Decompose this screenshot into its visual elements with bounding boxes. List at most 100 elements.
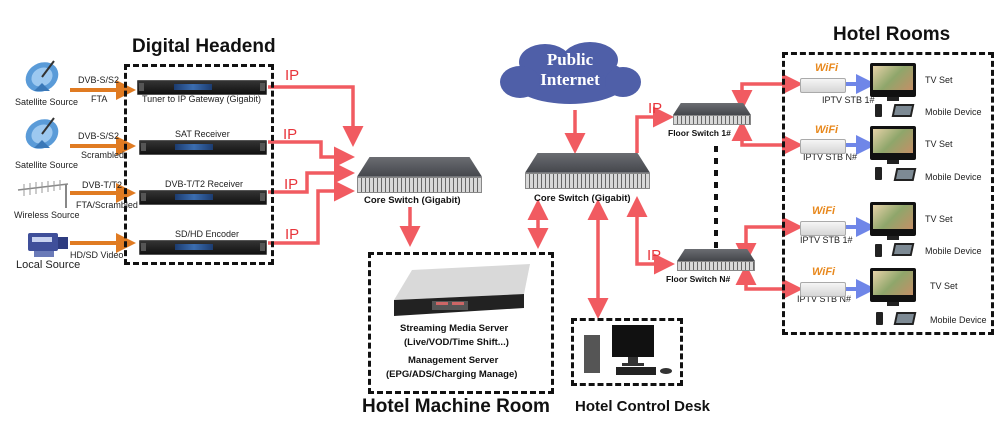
machine-room-box [368,252,554,394]
wifi-icon: WiFi [812,205,836,217]
stb-label-2: IPTV STB N# [803,152,858,162]
floor1-to-stb1 [731,73,803,111]
phone-icon [875,167,882,180]
tablet-icon [893,168,917,181]
ip-links [268,73,803,319]
ip-link-dvbt [268,162,355,194]
server-icon [394,264,530,316]
tuner-gateway-device [137,80,267,95]
tablet-icon [893,312,917,325]
source-name-4: Local Source [16,259,81,271]
internet-label: Public Internet [537,50,603,90]
tablet-icon [891,104,915,117]
source-name-2: Satellite Source [15,160,79,170]
wifi-icon: WiFi [815,62,839,74]
device-label-1: Tuner to IP Gateway (Gigabit) [142,94,262,104]
floorN-to-stbN [735,264,803,300]
mobile-label-2: Mobile Device [925,172,982,182]
core-switch-left [357,157,482,193]
source-mode-2: Scrambled [81,150,125,160]
streaming-server-label: Streaming Media Server [400,323,509,334]
ip-link-sat [268,140,355,168]
stb-label-1: IPTV STB 1# [822,95,875,105]
phone-icon [875,244,882,257]
antenna-icon [17,180,69,208]
internet-line-1: Public [546,50,594,69]
source-name-3: Wireless Source [14,210,80,220]
ip-label-1: IP [285,67,300,84]
floor-switch-N-label: Floor Switch N# [666,274,731,284]
device-label-2: SAT Receiver [175,129,230,139]
source-links [70,80,136,253]
ip-link-gateway [268,85,364,147]
wifi-icon: WiFi [815,124,839,136]
floorN-ip-label: IP [647,247,662,264]
satellite-dish-icon [25,60,59,92]
hotel-rooms-title: Hotel Rooms [833,24,951,45]
ip-label-4: IP [285,226,300,243]
cloud-icon [500,42,641,104]
satellite-dish-icon [25,117,59,149]
core-switch-right [525,153,650,189]
source-signal-4: HD/SD Video [70,250,124,260]
core-to-floor1 [635,106,674,153]
tv-label-2: TV Set [925,139,953,149]
source-mode-3: FTA/Scrambled [76,200,138,210]
tv-set-icon [870,202,916,240]
mobile-label-3: Mobile Device [925,246,982,256]
floor-switch-1-label: Floor Switch 1# [668,128,731,138]
iptv-stb-2 [800,139,846,154]
tablet-icon [891,243,915,256]
management-server-sub: (EPG/ADS/Charging Manage) [386,369,518,380]
internet-line-2: Internet [540,70,600,89]
source-mode-1: FTA [91,94,108,104]
tv-label-1: TV Set [925,75,953,85]
digital-headend-box [124,64,274,265]
source-signal-3: DVB-T/T2 [82,180,123,190]
sat-receiver-device [139,140,267,155]
floor-switch-1 [673,103,751,125]
ip-link-encoder [268,180,355,245]
tv-set-icon [870,63,916,101]
floor1-to-stbN [731,120,803,156]
source-signal-2: DVB-S/S2 [78,131,120,141]
mobile-label-1: Mobile Device [925,107,982,117]
wifi-icon: WiFi [812,266,836,278]
tv-label-3: TV Set [925,214,953,224]
iptv-stb-1 [800,78,846,93]
ip-label-3: IP [284,176,299,193]
source-name-1: Satellite Source [15,97,79,107]
tv-set-icon [870,126,916,164]
management-server-label: Management Server [408,355,499,366]
wifi-links [845,74,876,299]
tv-set-icon [870,268,916,306]
iptv-stb-4 [800,282,846,297]
streaming-server-sub: (Live/VOD/Time Shift...) [404,337,509,348]
iptv-stb-3 [800,221,846,236]
tv-label-4: TV Set [930,281,958,291]
source-signal-1: DVB-S/S2 [78,75,120,85]
control-desk-title: Hotel Control Desk [575,398,711,415]
stb-label-4: IPTV STB N# [797,294,852,304]
core-switch-left-label: Core Switch (Gigabit) [364,195,461,206]
phone-icon [875,104,882,117]
floor-switch-N [677,249,755,271]
mobile-label-4: Mobile Device [930,315,987,325]
core-switch-right-label: Core Switch (Gigabit) [534,193,631,204]
machine-room-title: Hotel Machine Room [362,396,550,417]
core-to-floorN [626,196,675,275]
stb-label-3: IPTV STB 1# [800,235,853,245]
hotel-rooms-box [782,52,994,335]
digital-headend-title: Digital Headend [132,36,276,57]
ip-label-2: IP [283,126,298,143]
encoder-device [139,240,267,255]
floor1-ip-label: IP [648,100,663,117]
desktop-pc-icon [584,325,672,375]
camera-icon [28,233,68,257]
device-label-4: SD/HD Encoder [175,229,240,239]
device-label-3: DVB-T/T2 Receiver [165,179,244,189]
control-desk-box [571,318,683,386]
phone-icon [876,312,883,325]
floorN-to-stb1 [735,216,803,264]
